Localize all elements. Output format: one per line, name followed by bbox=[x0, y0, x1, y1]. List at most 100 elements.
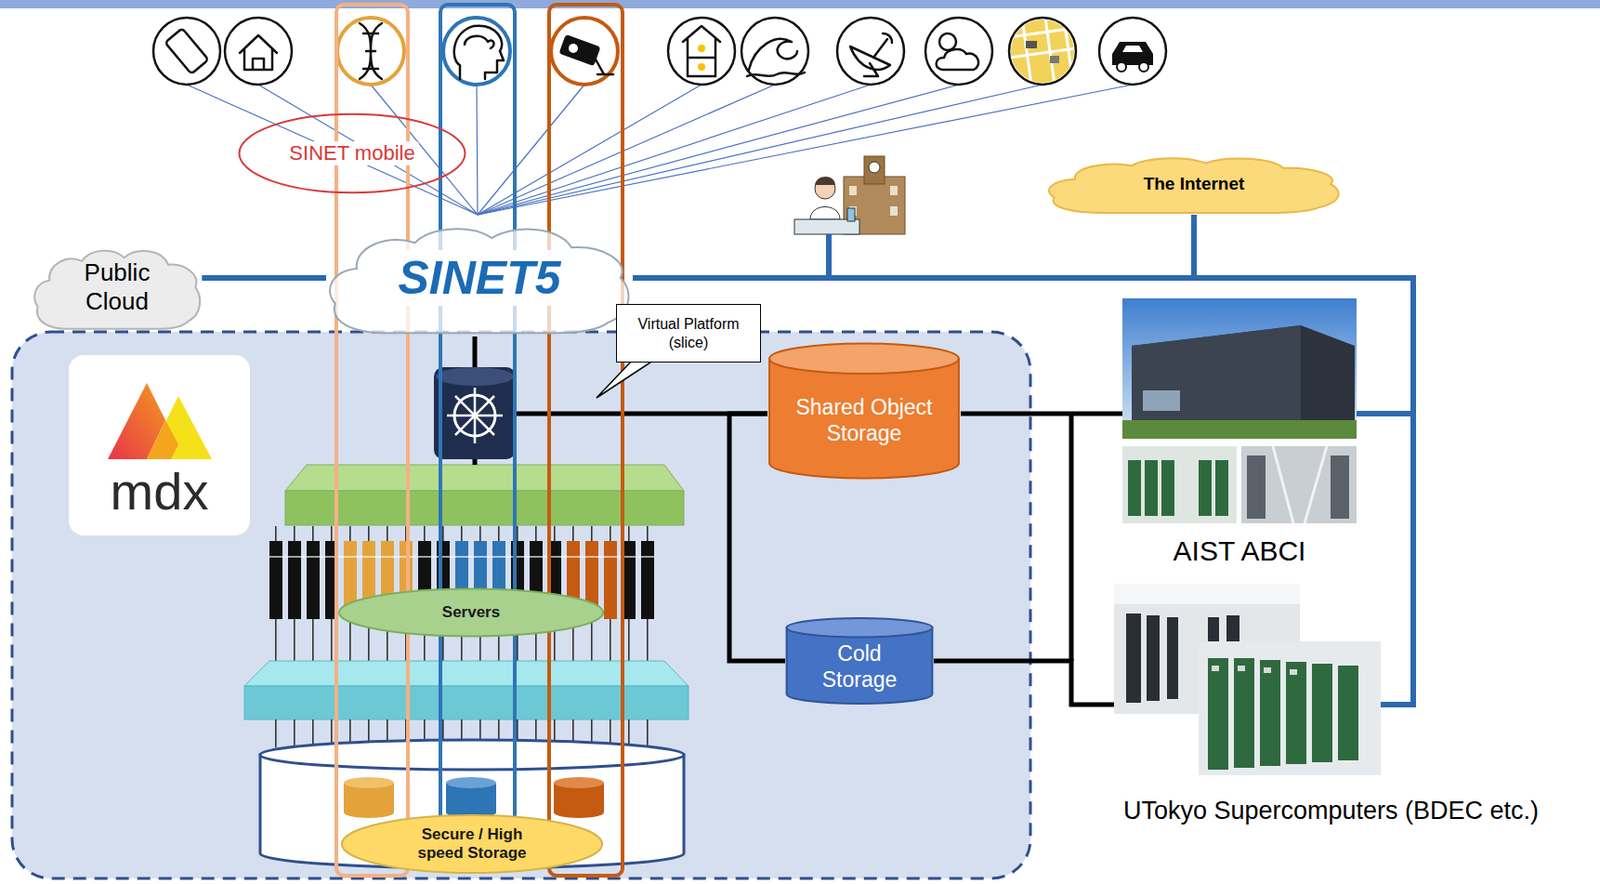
utokyo-photos-part-part bbox=[1311, 663, 1333, 762]
device-icons-part-part bbox=[594, 57, 614, 75]
utokyo-photos-part bbox=[1114, 583, 1300, 604]
node-shape-part bbox=[34, 249, 200, 328]
researcher-icon-part bbox=[890, 185, 898, 196]
mobile-links bbox=[186, 84, 1133, 215]
device-icons-part-part bbox=[936, 49, 979, 70]
abci-photos-part bbox=[1241, 445, 1357, 524]
device-icons-part bbox=[153, 17, 1167, 85]
network-switch-part bbox=[435, 367, 514, 386]
device-icons-part-part bbox=[741, 17, 809, 85]
server-rack-part bbox=[260, 739, 684, 770]
abci-photos-part bbox=[1122, 298, 1357, 439]
utokyo-photos-part-part bbox=[1237, 665, 1246, 671]
node-shape-part bbox=[238, 114, 465, 193]
device-icons-part bbox=[697, 63, 706, 71]
node-label: SINET mobile bbox=[285, 141, 419, 166]
device-icons-part-part bbox=[939, 33, 957, 51]
server-rack-part-part bbox=[343, 776, 394, 788]
connector bbox=[201, 275, 327, 281]
connector bbox=[960, 411, 1123, 417]
storage-cylinder: Shared Object Storage bbox=[767, 341, 961, 480]
abci-photos-part-part bbox=[1127, 459, 1141, 516]
researcher-icon bbox=[794, 156, 905, 235]
abci-photos-part bbox=[1142, 390, 1181, 411]
network-cloud: SINET5 bbox=[326, 219, 633, 337]
network-switch-part bbox=[446, 387, 503, 444]
utokyo-photos-part-part bbox=[1207, 657, 1229, 770]
researcher-icon-part bbox=[814, 176, 836, 185]
researcher-icon-part bbox=[864, 156, 885, 184]
mobile-links-part bbox=[258, 84, 478, 215]
node-label: Servers bbox=[442, 603, 500, 622]
utokyo-photos bbox=[1114, 583, 1381, 775]
researcher-icon-part bbox=[847, 208, 855, 222]
device-icons bbox=[153, 17, 1167, 85]
device-icons-part bbox=[1009, 17, 1076, 85]
device-icons-part bbox=[697, 44, 706, 53]
utokyo-photos-part-part bbox=[1289, 668, 1298, 675]
device-icons-part bbox=[1139, 62, 1149, 72]
utokyo-photos-part-part bbox=[1167, 616, 1179, 699]
logo-box: mdx bbox=[68, 354, 250, 536]
utokyo-photos-part bbox=[1211, 665, 1298, 675]
utokyo-photos-part-part bbox=[1126, 613, 1141, 703]
mobile-links-part bbox=[477, 84, 1043, 215]
node-shape-part bbox=[146, 395, 212, 460]
node-label: SINET5 bbox=[393, 249, 564, 306]
device-icons-part bbox=[1122, 45, 1143, 53]
node-shape-part bbox=[769, 358, 959, 479]
abci-photos-part bbox=[1272, 445, 1327, 524]
node-shape-part bbox=[1049, 157, 1339, 213]
caption: AIST ABCI bbox=[1173, 534, 1307, 568]
device-icons-part-part bbox=[1025, 40, 1037, 49]
device-icons-part bbox=[443, 17, 511, 85]
utokyo-photos-part-part bbox=[1285, 661, 1307, 764]
device-icons-part-part bbox=[850, 33, 892, 77]
abci-photos-part-part bbox=[1161, 459, 1175, 516]
device-icons-part-part bbox=[359, 23, 382, 79]
node-label: The Internet bbox=[1143, 173, 1246, 196]
device-icons-part-part bbox=[925, 17, 993, 85]
node-label: Cold Storage bbox=[808, 641, 911, 693]
node-shape-part bbox=[341, 814, 603, 873]
node-label: mdx bbox=[110, 459, 210, 523]
researcher-icon-part bbox=[890, 206, 898, 216]
server-rack-part bbox=[343, 776, 604, 818]
device-icons-part-part bbox=[1099, 17, 1167, 85]
abci-photos-part bbox=[1131, 325, 1301, 420]
mobile-links-part bbox=[477, 84, 585, 215]
researcher-icon-part bbox=[849, 185, 857, 196]
device-icons-part-part bbox=[1009, 17, 1076, 85]
caption: UTokyo Supercomputers (BDEC etc.) bbox=[1123, 795, 1539, 826]
storage-cylinder: Cold Storage bbox=[785, 616, 934, 705]
researcher-icon-part bbox=[868, 161, 880, 173]
network-ellipse: SINET mobile bbox=[236, 112, 468, 195]
device-icons-part bbox=[165, 23, 979, 79]
node-shape-part bbox=[769, 342, 959, 374]
abci-photos-part bbox=[1122, 445, 1237, 524]
callout-tail bbox=[596, 358, 656, 398]
utokyo-photos-part-part bbox=[1337, 665, 1359, 761]
utokyo-photos-part-part bbox=[1263, 667, 1272, 673]
server-rack-part bbox=[260, 754, 684, 868]
connector bbox=[632, 214, 1194, 278]
researcher-icon-part bbox=[810, 207, 840, 221]
internet-cloud: The Internet bbox=[1045, 153, 1343, 215]
server-rack-part bbox=[269, 525, 655, 541]
mobile-links-part bbox=[477, 84, 871, 215]
slice-outlines-part bbox=[549, 4, 623, 876]
mobile-links-part bbox=[477, 84, 775, 215]
abci-photos-part-part bbox=[1144, 459, 1158, 516]
abci-photos-part-part bbox=[1330, 455, 1350, 519]
utokyo-photos-part-part bbox=[1259, 659, 1281, 766]
device-icons-part bbox=[337, 17, 405, 85]
server-rack-part bbox=[269, 555, 655, 558]
device-icons-part-part bbox=[682, 26, 721, 77]
server-rack-part-part bbox=[445, 776, 497, 788]
node-label: Public Cloud bbox=[61, 258, 173, 316]
header-bar bbox=[0, 0, 1600, 9]
device-icons-part bbox=[1112, 41, 1154, 66]
facility-photo: UTokyo Supercomputers (BDEC etc.) bbox=[1114, 583, 1381, 775]
device-icons-part-part bbox=[1009, 17, 1076, 85]
